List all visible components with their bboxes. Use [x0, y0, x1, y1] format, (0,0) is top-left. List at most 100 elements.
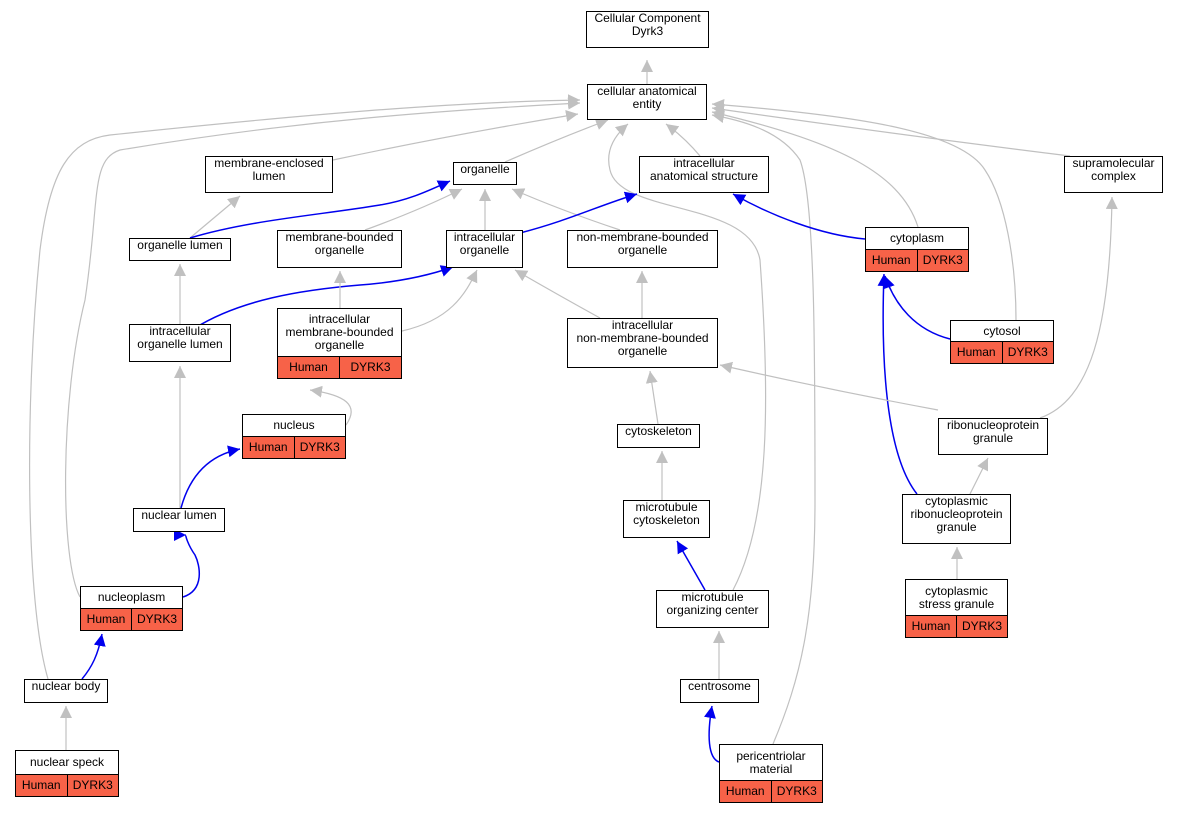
- edge-nucbody-cae: [29, 94, 581, 680]
- edge-smc-cae: [711, 103, 1071, 157]
- edge-nuclum-nucleus: [180, 445, 241, 509]
- annotation-row: Human DYRK3: [278, 357, 401, 378]
- gene-cell: DYRK3: [293, 437, 346, 458]
- edge-mtoc-mtc: [676, 540, 706, 591]
- node-label: cytoskeleton: [625, 424, 692, 438]
- annotation-row: Human DYRK3: [866, 250, 968, 271]
- edge-crnpg-cyto: [877, 273, 918, 495]
- edge-rnpg-inmbo: [719, 361, 939, 411]
- edge-mbo-org: [364, 188, 463, 231]
- species-cell: Human: [725, 784, 765, 798]
- node-nuclear-lumen[interactable]: nuclear lumen: [133, 508, 225, 532]
- edge-imbo-io: [401, 269, 478, 332]
- gene-cell: DYRK3: [1001, 342, 1054, 363]
- edge-cyto-cae: [711, 108, 919, 228]
- edge-crnpg-rnpg: [969, 457, 989, 495]
- annotation-row: Human DYRK3: [243, 437, 345, 458]
- gene-cell: DYRK3: [131, 609, 182, 630]
- annotation-row: Human DYRK3: [951, 342, 1053, 363]
- edge-cytosol-cae: [711, 98, 1017, 321]
- edge-pcm-cae: [711, 111, 816, 745]
- node-label: nuclear body: [31, 679, 101, 693]
- edge-nucleoplasm-cae: [65, 97, 581, 598]
- node-label: nucleoplasm: [81, 587, 182, 609]
- edge-inmbo-io: [514, 269, 601, 319]
- edge-mtoc-cae: [608, 123, 767, 591]
- species-cell: Human: [911, 619, 951, 633]
- node-label: cytoplasm: [866, 228, 968, 250]
- gene-cell: DYRK3: [66, 775, 119, 796]
- edge-io-ias: [519, 191, 638, 234]
- node-cytoskeleton[interactable]: cytoskeleton: [617, 424, 700, 448]
- gene-cell: DYRK3: [339, 357, 401, 378]
- gene-cell: DYRK3: [770, 781, 823, 802]
- species-cell: Human: [871, 253, 911, 267]
- node-label: centrosome: [688, 679, 751, 693]
- edge-rnpg-smc: [1039, 196, 1118, 419]
- species-cell: Human: [86, 612, 126, 626]
- node-centrosome[interactable]: centrosome: [680, 679, 759, 703]
- annotation-row: Human DYRK3: [81, 609, 182, 630]
- edge-orglum-mel: [189, 195, 241, 239]
- edge-nmbo-org: [511, 188, 621, 231]
- edge-orglum-org: [189, 180, 451, 239]
- node-label: nuclear lumen: [141, 508, 217, 522]
- species-cell: Human: [956, 345, 996, 359]
- node-label: nucleus: [243, 415, 345, 437]
- edge-org-cae: [504, 118, 609, 163]
- edge-cytosk-inmbo: [645, 370, 659, 425]
- species-cell: Human: [289, 360, 328, 374]
- node-organelle-lumen[interactable]: organelle lumen: [129, 238, 231, 261]
- node-label: nuclear speck: [16, 751, 118, 775]
- node-nuclear-body[interactable]: nuclear body: [24, 679, 108, 703]
- node-organelle[interactable]: organelle: [453, 162, 517, 185]
- edge-ias-cae: [665, 123, 701, 157]
- gene-cell: DYRK3: [916, 250, 969, 271]
- edge-nucleoplasm-nuclum: [173, 529, 200, 598]
- edge-nucbody-nucleoplasm: [81, 633, 106, 680]
- edge-cyto-ias: [732, 193, 866, 240]
- node-label: organelle lumen: [137, 238, 223, 252]
- edge-iol-io: [194, 265, 454, 329]
- species-cell: Human: [248, 440, 288, 454]
